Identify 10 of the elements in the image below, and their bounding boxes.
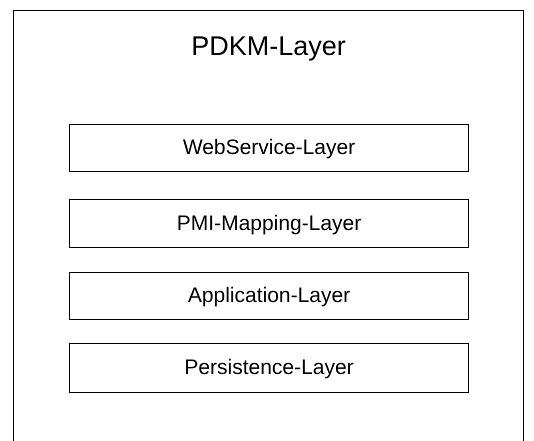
layer-box (69, 272, 469, 320)
layer-box (69, 199, 469, 248)
layer-label: WebService-Layer (182, 136, 356, 160)
frame-title: PDKM-Layer (191, 31, 346, 62)
layer-label: Persistence-Layer (184, 356, 354, 380)
outer-layer-frame (13, 10, 524, 441)
layer-box (69, 343, 469, 393)
layer-label: PMI-Mapping-Layer (176, 212, 362, 236)
layer-label: Application-Layer (188, 284, 350, 308)
layer-box (69, 124, 469, 172)
